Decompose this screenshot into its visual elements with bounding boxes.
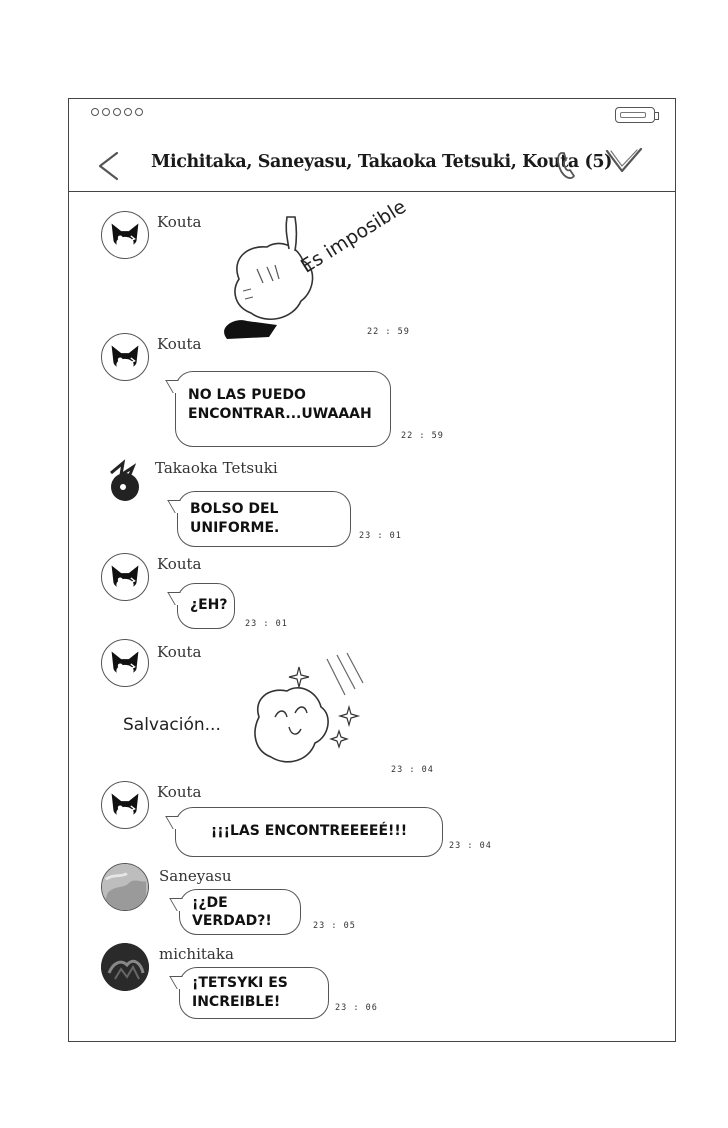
cat-avatar-icon [111,565,139,591]
chevron-left-icon[interactable] [93,149,123,183]
avatar-kouta[interactable] [101,553,149,601]
message-bubble[interactable]: ¡TETSYKI ES INCREIBLE! [179,967,329,1019]
cat-avatar-icon [111,793,139,819]
sender-name: Saneyasu [159,867,232,885]
message-time: 23 : 01 [245,619,288,629]
happy-blob-sticker [254,652,364,763]
message-bubble[interactable]: BOLSO DEL UNIFORME. [177,491,351,547]
avatar-saneyasu[interactable] [101,863,149,911]
message-line: NO LAS PUEDO [188,387,306,403]
sender-name: Kouta [157,643,202,661]
chat-messages[interactable]: Kouta Es imposible 22 : 59 Kouta NO LAS … [69,191,675,1041]
message-line: ¡¡¡LAS ENCONTREEEEÉ!!! [210,823,408,839]
photo-avatar-icon [101,943,149,991]
chat-header: Michitaka, Saneyasu, Takaoka Tetsuki, Ko… [69,99,675,192]
message-line: UNIFORME. [190,520,280,536]
sender-name: Kouta [157,213,202,231]
message-line: BOLSO DEL [190,501,279,517]
message-bubble[interactable]: ¡¡¡LAS ENCONTREEEEÉ!!! [175,807,443,857]
signal-dot [113,108,121,116]
signal-dot [91,108,99,116]
photo-avatar-icon [102,864,148,910]
battery-icon [615,107,659,123]
signal-dot [124,108,132,116]
character-avatar-icon [110,459,139,501]
signal-dots-icon [91,108,143,116]
sticker-caption: Salvación... [123,715,221,735]
message-time: 23 : 01 [359,531,402,541]
sender-name: michitaka [159,945,234,963]
sender-name: Kouta [157,783,202,801]
avatar-kouta[interactable] [101,781,149,829]
avatar-michitaka[interactable] [101,943,149,991]
message-bubble[interactable]: ¿EH? [177,583,235,629]
chevron-down-icon[interactable] [603,145,645,177]
phone-frame: Michitaka, Saneyasu, Takaoka Tetsuki, Ko… [68,98,676,1042]
avatar-takaoka[interactable] [101,457,149,505]
message-line: ENCONTRAR...UWAAAH [188,406,372,422]
signal-dot [135,108,143,116]
avatar-kouta[interactable] [101,211,149,259]
message-bubble[interactable]: ¡¿DE VERDAD?! [179,889,301,935]
message-time: 23 : 05 [313,921,356,931]
message-line: ¡¿DE [192,895,228,911]
cat-avatar-icon [111,651,139,677]
message-time: 23 : 04 [449,841,492,851]
crying-blob-sticker [224,216,314,339]
cat-avatar-icon [111,345,139,371]
message-line: ¿EH? [190,597,228,613]
sender-name: Kouta [157,555,202,573]
avatar-kouta[interactable] [101,639,149,687]
signal-dot [102,108,110,116]
chat-title: Michitaka, Saneyasu, Takaoka Tetsuki, Ko… [151,152,613,172]
sender-name: Kouta [157,335,202,353]
message-time: 23 : 04 [391,765,434,775]
message-line: VERDAD?! [192,913,272,929]
message-bubble[interactable]: NO LAS PUEDO ENCONTRAR...UWAAAH [175,371,391,447]
message-time: 23 : 06 [335,1003,378,1013]
avatar-kouta[interactable] [101,333,149,381]
message-line: ¡TETSYKI ES [192,975,288,991]
message-time: 22 : 59 [401,431,444,441]
message-line: INCREIBLE! [192,994,281,1010]
message-time: 22 : 59 [367,327,410,337]
cat-avatar-icon [111,223,139,249]
sender-name: Takaoka Tetsuki [155,459,278,477]
battery-level [620,112,646,118]
phone-icon[interactable] [553,149,581,181]
